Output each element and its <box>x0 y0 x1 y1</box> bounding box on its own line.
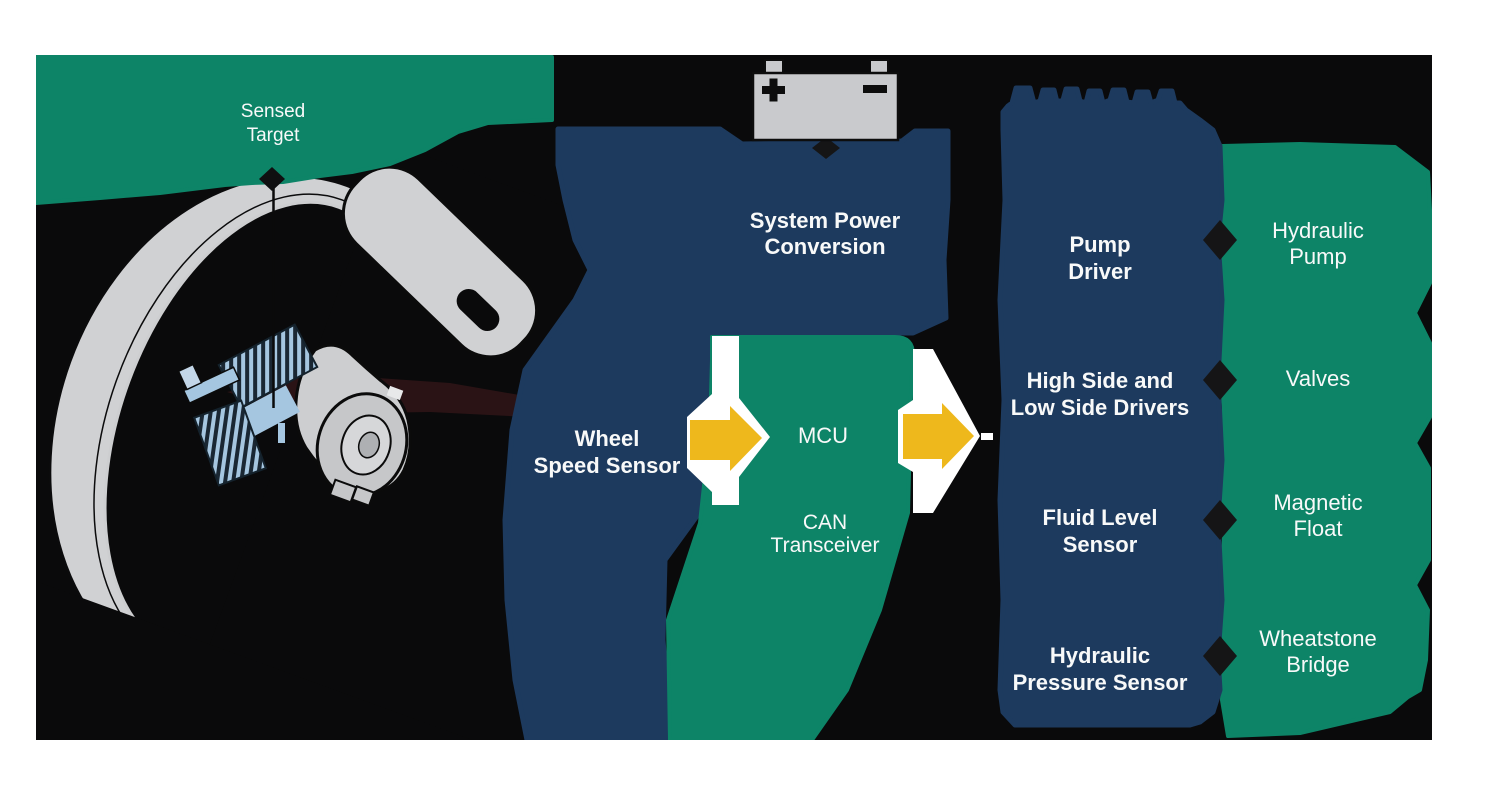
hub-highlight <box>386 385 404 401</box>
battery-connector-diamond-icon <box>812 137 840 159</box>
system-power-label: System Power Conversion <box>749 208 901 259</box>
ecu-block <box>997 85 1225 728</box>
hydraulic-pump-label: Hydraulic Pump <box>1272 218 1364 269</box>
sensor-bolt-head <box>177 363 203 391</box>
fluid-level-sensor-label: Fluid Level Sensor <box>1042 505 1158 557</box>
tone-ring-upper <box>217 323 319 409</box>
battery-terminal-right <box>869 59 889 74</box>
tone-ring-lower <box>192 399 268 487</box>
flow-arrow-icon-2 <box>903 403 974 469</box>
callout-diamond-icon <box>259 167 285 191</box>
hydraulic-pressure-sensor-label: Hydraulic Pressure Sensor <box>1012 643 1188 695</box>
battery-terminal-left <box>764 59 784 74</box>
high-low-side-drivers-label: High Side and Low Side Drivers <box>1010 368 1190 420</box>
battery-wedge-left <box>785 60 802 73</box>
valves-label: Valves <box>1285 366 1351 391</box>
battery-minus-icon <box>863 85 887 93</box>
sensed-target-label: Sensed Target <box>240 101 306 146</box>
connector-diamonds <box>812 137 1237 676</box>
mcu-label: MCU <box>797 423 849 448</box>
diagram-canvas <box>36 55 1432 740</box>
wheel-speed-sensor-label: Wheel Speed Sensor <box>533 426 681 478</box>
hub-tab-2 <box>350 485 376 507</box>
connector-diamond-icon-4 <box>1203 636 1237 676</box>
battery-wedge-right <box>852 60 870 73</box>
power-and-sensor-block <box>502 126 951 740</box>
caliper-notch <box>456 288 500 332</box>
connector-diamond-icon-1 <box>1203 220 1237 260</box>
wheatstone-bridge-label: Wheatstone Bridge <box>1259 626 1377 677</box>
magnetic-float-label: Magnetic Float <box>1273 490 1363 541</box>
can-transceiver-label: CAN Transceiver <box>770 511 880 557</box>
diagram-graphics <box>36 55 1432 740</box>
flow-arrow-icon-1 <box>690 406 762 471</box>
battery-icon <box>751 59 900 142</box>
sensor-bolt <box>182 366 241 405</box>
connector-diamond-icon-3 <box>1203 500 1237 540</box>
sensed-target-block <box>36 55 554 205</box>
pump-driver-label: Pump Driver <box>1068 232 1132 284</box>
arrow-dash-icon <box>981 433 993 440</box>
connector-diamond-icon-2 <box>1203 360 1237 400</box>
wheel-illustration <box>36 143 703 740</box>
hub-center <box>357 431 381 459</box>
tone-ring-key <box>278 423 285 443</box>
